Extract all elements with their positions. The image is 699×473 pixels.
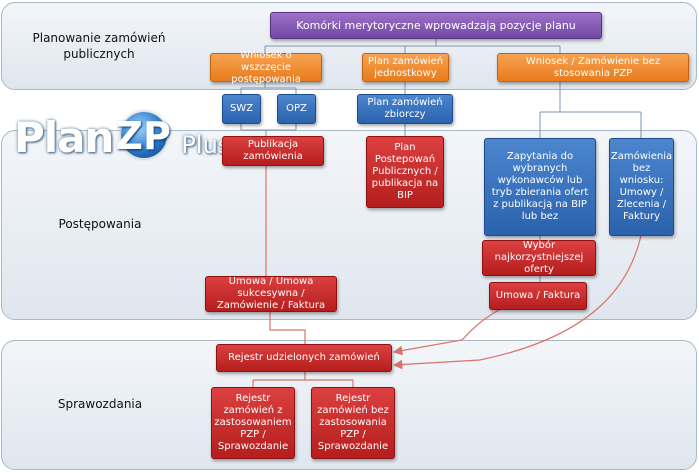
node-swz: SWZ [222, 94, 261, 124]
node-public-plan: Plan Postepowań Publicznych / publikacja… [366, 136, 444, 208]
node-opz: OPZ [277, 94, 316, 124]
logo-zp-orb: ZP [115, 112, 185, 160]
band-label-reporting: Sprawozdania [57, 397, 143, 411]
node-contract-sequence: Umowa / Umowa sukcesywna / Zamówienie / … [205, 276, 337, 312]
node-units: Komórki merytoryczne wprowadzają pozycje… [270, 12, 602, 39]
node-registry: Rejestr udzielonych zamówień [216, 344, 392, 372]
node-orders-no-request: Zamówienia bez wniosku: Umowy / Zlecenia… [609, 138, 674, 236]
logo-orb-icon [121, 112, 168, 158]
tree-connectors [240, 39, 642, 282]
node-publication: Publikacja zamówienia [222, 136, 324, 166]
logo-zp-text: ZP [115, 114, 171, 158]
band-label-procedures: Postępowania [58, 217, 142, 231]
node-registry-pzp: Rejestr zamówień z zastosowaniem PZP / S… [211, 387, 295, 459]
planzp-plus-logo: Plan ZP Plus [14, 112, 230, 160]
node-inquiry: Zapytania do wybranych wykonawców lub tr… [484, 138, 596, 236]
node-registry-no-pzp: Rejestr zamówień bez zastosowania PZP / … [311, 387, 395, 459]
node-request-start: Wniosek o wszczęcie postępowania [210, 50, 322, 85]
node-request-no-pzp: Wniosek / Zamówienie bez stosowania PZP [497, 53, 689, 82]
node-contract-invoice: Umowa / Faktura [489, 282, 587, 310]
node-best-offer: Wybór najkorzystniejszej oferty [482, 240, 596, 276]
band-label-planning: Planowanie zamówień publicznych [32, 31, 166, 61]
logo-plan-text: Plan [14, 113, 114, 162]
node-summary-plan: Plan zamówień zbiorczy [357, 94, 453, 124]
node-unit-plan: Plan zamówień jednostkowy [362, 53, 449, 82]
